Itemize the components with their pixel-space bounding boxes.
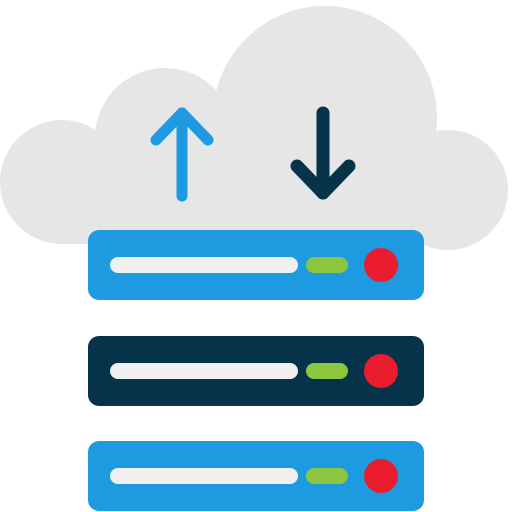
drive-slot	[110, 257, 298, 273]
server-unit-top	[88, 230, 424, 300]
drive-slot	[110, 468, 298, 484]
upload-arrow-icon	[150, 107, 214, 202]
power-led-red	[364, 354, 398, 388]
status-led-green	[306, 468, 348, 484]
server-stack	[88, 230, 424, 511]
power-led-red	[364, 459, 398, 493]
power-led-red	[364, 248, 398, 282]
status-led-green	[306, 363, 348, 379]
status-led-green	[306, 257, 348, 273]
server-unit-middle	[88, 336, 424, 406]
server-unit-bottom	[88, 441, 424, 511]
cloud-shape	[0, 6, 508, 250]
download-arrow-icon	[290, 106, 356, 200]
drive-slot	[110, 363, 298, 379]
